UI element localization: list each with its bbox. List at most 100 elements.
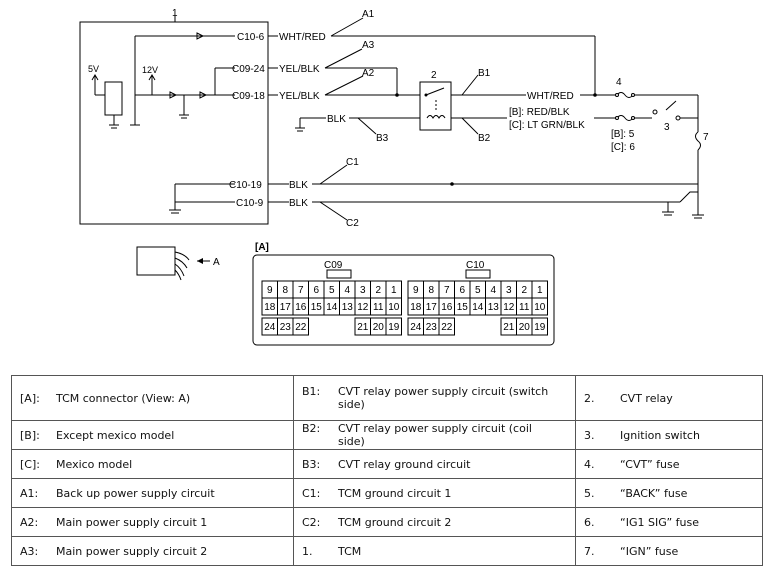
c10-pin-label: 13 (488, 302, 500, 313)
tcm-box (79, 21, 269, 225)
wire-yel-blk-1: YEL/BLK (279, 64, 320, 75)
legend-row: A1: Back up power supply circuit C1: TCM gr… (11, 478, 763, 508)
c10-pin-label: 22 (441, 322, 453, 333)
ignition-switch (665, 100, 677, 111)
voltage-5v: 5V (88, 64, 99, 74)
c09-pin-cell (385, 297, 402, 316)
c10-pin-label: 20 (519, 322, 531, 333)
callout-b5: [B]: 5 (611, 129, 635, 140)
c09-pin-label: 16 (295, 302, 307, 313)
legend-description: CVT relay (620, 391, 673, 405)
wire-blk-c2: BLK (289, 198, 308, 209)
c09-pin-label: 13 (342, 302, 354, 313)
c09-pin-label: 5 (329, 285, 335, 296)
c09-pin-label: 8 (282, 285, 288, 296)
c10-pin-label: 23 (426, 322, 438, 333)
pin-c10-6: C10-6 (237, 32, 265, 43)
legend-cell: B3:CVT relay ground circuit (293, 449, 576, 479)
legend-cell: [C]: Mexico model (11, 449, 294, 479)
callout-7: 7 (703, 132, 709, 143)
wire-wht-red-1: WHT/RED (279, 32, 326, 43)
legend-code: 3. (584, 428, 595, 442)
c09-pin-label: 20 (373, 322, 385, 333)
wire-c-lt-grn-blk: [C]: LT GRN/BLK (509, 120, 585, 131)
voltage-12v: 12V (142, 65, 158, 75)
c09-pin-label: 24 (264, 322, 276, 333)
c10-pin-label: 16 (441, 302, 453, 313)
wire-wht-red-2: WHT/RED (527, 91, 574, 102)
legend-description: TCM connector (View: A) (56, 391, 191, 405)
c09-pin-label: 4 (344, 285, 350, 296)
legend-code: B2: (302, 422, 321, 435)
c10-pin-label: 10 (534, 302, 546, 313)
legend-cell: 2. CVT relay (575, 375, 763, 421)
wiring-diagram: 1 12V 5V C10-6 C09-24 C09-18 C10-19 C10-… (79, 8, 709, 346)
legend-cell: A1: Back up power supply circuit (11, 478, 294, 508)
tcm-number: 1 (172, 8, 178, 19)
wire-blk-c1: BLK (289, 180, 308, 191)
legend-cell: A3:Main power supply circuit 2 (11, 536, 294, 566)
c10-pin-label: 9 (413, 285, 419, 296)
legend-code: 6. (584, 515, 595, 529)
legend-cell: 5.“BACK” fuse (575, 478, 763, 508)
legend-description: Back up power supply circuit (56, 486, 215, 500)
pin-c09-24: C09-24 (232, 64, 265, 75)
legend-code: A2: (20, 515, 39, 529)
legend-description: Main power supply circuit 2 (56, 544, 208, 558)
legend-code: B3: (302, 457, 321, 471)
c10-pin-label: 11 (519, 302, 530, 313)
c09-pin-cell (385, 317, 402, 336)
legend-code: 2. (584, 391, 595, 405)
connector-c10-label: C10 (466, 260, 485, 271)
c10-pin-label: 15 (457, 302, 469, 313)
legend-code: [A]: (20, 391, 40, 405)
legend-description: Mexico model (56, 457, 133, 471)
legend-cell: [A]: TCM connector (View: A) (11, 375, 294, 421)
c10-pin-label: 21 (503, 322, 515, 333)
legend-cell: C2: TCM ground circuit 2 (293, 507, 576, 537)
legend-code: C1: (302, 486, 321, 500)
c09-pin-label: 1 (391, 285, 397, 296)
legend-description: TCM ground circuit 1 (338, 486, 452, 500)
wire-blk-relay-ground: BLK (327, 114, 346, 125)
c10-pin-label: 17 (426, 302, 438, 313)
c09-pin-label: 9 (267, 285, 273, 296)
legend-description: CVT relay power supply circuit (switch s… (338, 385, 549, 411)
legend-row: [C]: Mexico model B3:CVT relay ground circ… (11, 449, 763, 479)
c09-pin-label: 21 (357, 322, 369, 333)
legend-description: “CVT” fuse (620, 457, 680, 471)
callout-a1: A1 (362, 9, 375, 20)
ign-fuse-7 (695, 131, 701, 151)
c10-pin-label: 7 (444, 285, 450, 296)
legend-table: [A]: TCM connector (View: A) B1:CVT relay … (11, 375, 763, 566)
legend-cell: C1: TCM ground circuit 1 (293, 478, 576, 508)
c09-pin-label: 15 (311, 302, 323, 313)
legend-description: TCM ground circuit 2 (338, 515, 452, 529)
c09-pin-label: 10 (388, 302, 400, 313)
c09-pin-label: 18 (264, 302, 276, 313)
callout-a2: A2 (362, 68, 375, 79)
connector-c09-label: C09 (324, 260, 343, 271)
connector-view-label: [A] (255, 242, 269, 253)
wire-b-red-blk: [B]: RED/BLK (509, 107, 570, 118)
pin-c10-19: C10-19 (229, 180, 262, 191)
cvt-relay (419, 81, 452, 131)
callout-a-arrow: A (213, 257, 220, 268)
legend-code: C2: (302, 515, 321, 529)
legend-code: 1. (302, 544, 313, 558)
c10-pin-label: 1 (537, 285, 543, 296)
legend-cell: A2:Main power supply circuit 1 (11, 507, 294, 537)
legend-code: 4. (584, 457, 595, 471)
legend-code: [B]: (20, 428, 40, 442)
c09-pin-label: 22 (295, 322, 307, 333)
legend-cell: B1:CVT relay power supply circuit (switc… (293, 375, 576, 421)
legend-code: [C]: (20, 457, 40, 471)
c10-pin-label: 18 (410, 302, 422, 313)
legend-code: A1: (20, 486, 39, 500)
legend-description: TCM (338, 544, 362, 558)
c10-pin-cell (531, 297, 548, 316)
callout-b3: B3 (376, 133, 389, 144)
legend-cell: [B]:Except mexico model (11, 420, 294, 450)
